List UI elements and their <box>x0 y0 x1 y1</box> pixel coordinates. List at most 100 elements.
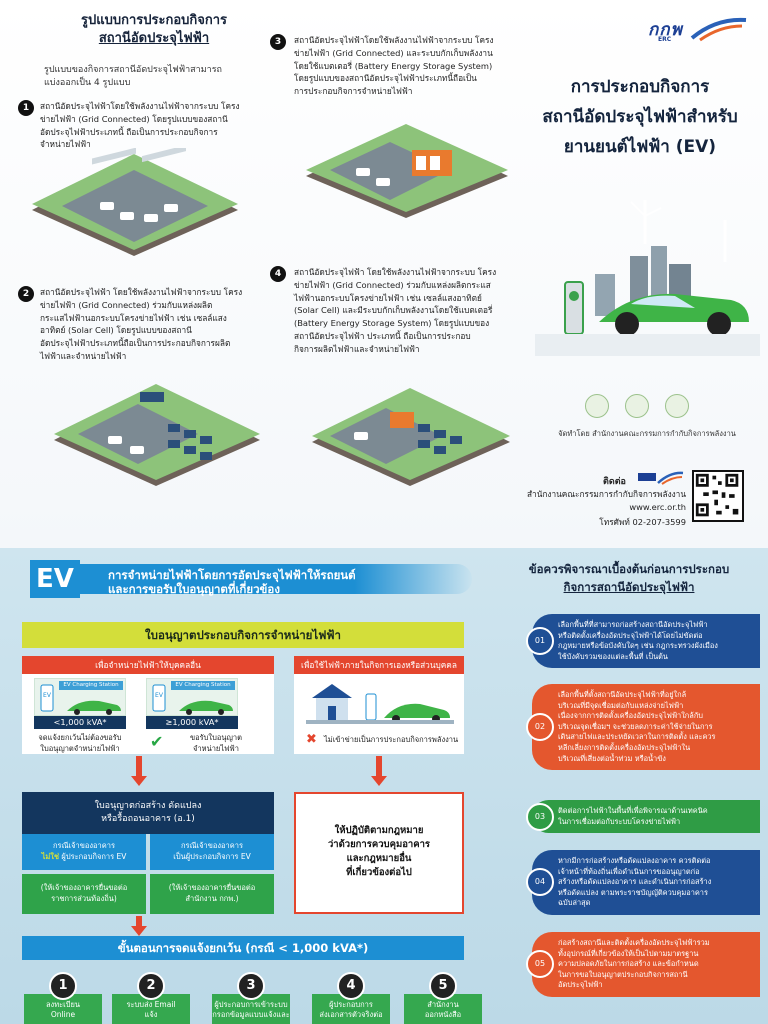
green-b-line1: (ให้เจ้าของอาคารยื่นขอต่อ <box>168 883 256 892</box>
license-heading: ใบอนุญาตประกอบกิจการจำหน่ายไฟฟ้า <box>22 622 464 648</box>
consideration-item-03: 03 ติดต่อการไฟฟ้าในพื้นที่เพื่อพิจารณาด้… <box>526 800 760 834</box>
model-number-2: 2 <box>18 286 34 302</box>
construction-permit-box: ใบอนุญาตก่อสร้าง ดัดแปลง หรือรื้อถอนอาคา… <box>22 792 274 834</box>
law-line2: ว่าด้วยการควบคุมอาคาร <box>327 839 431 850</box>
model-description-4: สถานีอัดประจุไฟฟ้า โดยใช้พลังงานไฟฟ้าจาก… <box>294 266 520 356</box>
models-subtitle-line2: แบ่งออกเป็น 4 รูปแบบ <box>44 78 131 88</box>
exempt-line1: จดแจ้งยกเว้นไม่ต้องขอรับ <box>38 733 122 742</box>
step-4-number: 4 <box>337 972 365 1000</box>
ev-car-icon <box>179 700 233 715</box>
kva-below-threshold: <1,000 kVA* <box>34 716 126 729</box>
charger-icon: EV <box>152 684 166 712</box>
consideration-line: สร้างหรือดัดแปลงอาคาร และดำเนินการก่อสร้… <box>558 877 712 887</box>
consideration-line: หรือดัดแปลง ตามพระราชบัญญัติควบคุมอาคาร <box>558 887 708 897</box>
model-4-line: (Solar Cell) และมีระบบกักเก็บพลังงานโดยใ… <box>294 305 493 316</box>
model-number-3: 3 <box>270 34 286 50</box>
models-title-line2: สถานีอัดประจุไฟฟ้า <box>98 31 210 46</box>
not-energy-business-note: ไม่เข้าข่ายเป็นการประกอบกิจการพลังงาน <box>324 735 459 744</box>
arrow-stem-left <box>136 756 142 778</box>
model-number-4: 4 <box>270 266 286 282</box>
model-1-line: จำหน่ายไฟฟ้า <box>40 139 91 150</box>
consideration-line: หรือติดตั้งเครื่องอัดประจุไฟฟ้าได้โดยไม่… <box>558 630 703 640</box>
ev-badge: EV <box>30 560 80 598</box>
arrow-stem-steps <box>136 916 142 928</box>
contact-erc-logo-icon <box>638 471 684 485</box>
model-description-2: สถานีอัดประจุไฟฟ้า โดยใช้พลังงานไฟฟ้าจาก… <box>40 286 276 363</box>
arrow-down-right-icon <box>371 776 387 786</box>
consideration-line: เลือกพื้นที่ที่สามารถก่อสร้างสถานีอัดประ… <box>558 620 708 629</box>
solar-station-illustration <box>54 384 260 486</box>
ev-section-title: การจำหน่ายไฟฟ้าโดยการอัดประจุไฟฟ้าให้รถย… <box>108 568 468 596</box>
model-2-line: กระแสไฟฟ้านอกระบบโครงข่ายไฟฟ้า เช่น เซลล… <box>40 312 227 323</box>
cover-title-line1: การประกอบกิจการ <box>570 77 710 97</box>
cover-title-line3: ยานยนต์ไฟฟ้า (EV) <box>563 137 717 157</box>
construction-line1: ใบอนุญาตก่อสร้าง ดัดแปลง <box>94 801 202 811</box>
ev-title-line2: และการขอรับใบอนุญาตที่เกี่ยวข้อง <box>108 582 280 596</box>
model-description-1: สถานีอัดประจุไฟฟ้าโดยใช้พลังงานไฟฟ้าจากร… <box>40 100 276 151</box>
step-2-line2: แจ้ง <box>144 1010 158 1019</box>
battery-station-illustration <box>306 124 508 218</box>
case-owner-not-operator: กรณีเจ้าของอาคาร ไม่ใช่ ผู้ประกอบกิจการ … <box>22 834 146 870</box>
solar-battery-station-illustration <box>312 388 510 486</box>
charger-icon: EV <box>40 684 54 712</box>
logo-sub-text: ERC <box>658 36 672 43</box>
ev-title-banner <box>80 564 472 594</box>
consideration-line: เลือกพื้นที่ตั้งสถานีอัดประจุไฟฟ้าที่อยู… <box>558 690 687 699</box>
consideration-number: 02 <box>526 713 554 742</box>
case-a-line1: กรณีเจ้าของอาคาร <box>53 841 115 850</box>
model-2-line: ข่ายไฟฟ้า (Grid Connected) ร่วมกับแหล่งผ… <box>40 299 213 310</box>
local-authority-submission: (ให้เจ้าของอาคารยื่นขอต่อ ราชการส่วนท้อง… <box>22 874 146 914</box>
consideration-line: บริเวณที่เสี่ยงต่อน้ำท่วม หรือน้ำขัง <box>558 753 666 763</box>
step-3-line1: ผู้ประกอบการเข้าระบบ <box>214 1000 288 1009</box>
home-charging-illustration <box>306 684 454 724</box>
logo-text: กกพ <box>648 20 683 40</box>
contact-website-link[interactable]: www.erc.or.th <box>629 502 686 512</box>
cross-icon: ✖ <box>306 732 317 747</box>
step-4-line2: ส่งเอกสารตัวจริงต่อ <box>319 1010 383 1019</box>
svg-text:EV: EV <box>43 692 52 699</box>
arrow-down-steps-icon <box>131 926 147 936</box>
model-3-line: โดยใช้แบตเตอรี่ (Battery Energy Storage … <box>294 60 493 71</box>
models-subtitle-line1: รูปแบบของกิจการสถานีอัดประจุไฟฟ้าสามารถ <box>44 65 222 75</box>
model-4-line: (Battery Energy Storage System) โดยรูปแบ… <box>294 318 490 329</box>
model-2-line: สถานีอัดประจุไฟฟ้า โดยใช้พลังงานไฟฟ้าจาก… <box>40 287 243 297</box>
model-3-line: สถานีอัดประจุไฟฟ้าโดยใช้พลังงานไฟฟ้าจากร… <box>294 35 494 45</box>
apply-line2: จำหน่ายไฟฟ้า <box>193 744 239 753</box>
qr-code[interactable] <box>692 470 744 522</box>
apply-line1: ขอรับใบอนุญาต <box>190 733 242 742</box>
organized-by-text: จัดทำโดย สำนักงานคณะกรรมการกำกับกิจการพล… <box>558 429 736 438</box>
model-1-line: สถานีอัดประจุไฟฟ้าโดยใช้พลังงานไฟฟ้าจากร… <box>40 101 240 111</box>
consideration-line: เนื่องจากการติดตั้งเครื่องอัดประจุไฟฟ้าใ… <box>558 711 703 721</box>
considerations-title: ข้อควรพิจารณาเบื้องต้นก่อนการประกอบ กิจก… <box>498 560 760 596</box>
consideration-line: ความปลอดภัยในการก่อสร้าง และข้อกำหนด <box>558 959 699 969</box>
check-icon: ✔ <box>150 732 164 751</box>
contact-phone: โทรศัพท์ 02-207-3599 <box>599 517 686 527</box>
model-2-line: อาทิตย์ (Solar Cell) โดยรูปแบบของสถานี <box>40 325 192 336</box>
consideration-line: ในการขอใบอนุญาตประกอบกิจการสถานี <box>558 969 688 979</box>
svg-text:EV: EV <box>155 692 164 699</box>
top-region: รูปแบบการประกอบกิจการ สถานีอัดประจุไฟฟ้า… <box>0 0 768 548</box>
comply-with-law-box: ให้ปฏิบัติตามกฎหมาย ว่าด้วยการควบคุมอาคา… <box>294 792 464 914</box>
step-1-line1: ลงทะเบียน <box>45 1000 81 1009</box>
erc-logo: กกพ ERC <box>648 16 748 46</box>
ev-car-icon <box>67 700 121 715</box>
model-4-line: ไฟฟ้านอกระบบโครงข่ายไฟฟ้า เช่น เซลล์แสงอ… <box>294 292 482 303</box>
contact-label: ติดต่อ <box>603 477 626 487</box>
model-4-line: ข่ายไฟฟ้า (Grid Connected) ร่วมกับแหล่งผ… <box>294 279 491 290</box>
station-label: EV Charging Station <box>59 681 123 690</box>
consideration-number: 04 <box>526 868 554 897</box>
consideration-line: เดินสายไฟและประหยัดเวลาในการติดตั้ง และค… <box>558 732 716 742</box>
consideration-number: 03 <box>526 802 554 831</box>
law-line4: ที่เกี่ยวข้องต่อไป <box>346 867 412 878</box>
consideration-line: ใช้บังคับรวมของแต่ละพื้นที่ เป็นต้น <box>558 651 668 661</box>
apply-license-note: ขอรับใบอนุญาต จำหน่ายไฟฟ้า <box>170 732 262 754</box>
consideration-item-01: 01 เลือกพื้นที่ที่สามารถก่อสร้างสถานีอัด… <box>526 614 760 669</box>
consideration-line: หากมีการก่อสร้างหรือดัดแปลงอาคาร ควรติดต… <box>558 856 711 865</box>
consideration-line: ติดต่อการไฟฟ้าในพื้นที่เพื่อพิจารณาด้านเ… <box>558 806 708 815</box>
ev-charging-hero-illustration <box>535 200 760 356</box>
model-1-line: ข่ายไฟฟ้า (Grid Connected) โดยรูปแบบของส… <box>40 113 228 124</box>
model-description-3: สถานีอัดประจุไฟฟ้าโดยใช้พลังงานไฟฟ้าจากร… <box>294 34 520 98</box>
energy-icon-row <box>585 394 705 422</box>
exempt-note: จดแจ้งยกเว้นไม่ต้องขอรับ ใบอนุญาตจำหน่าย… <box>28 732 132 754</box>
